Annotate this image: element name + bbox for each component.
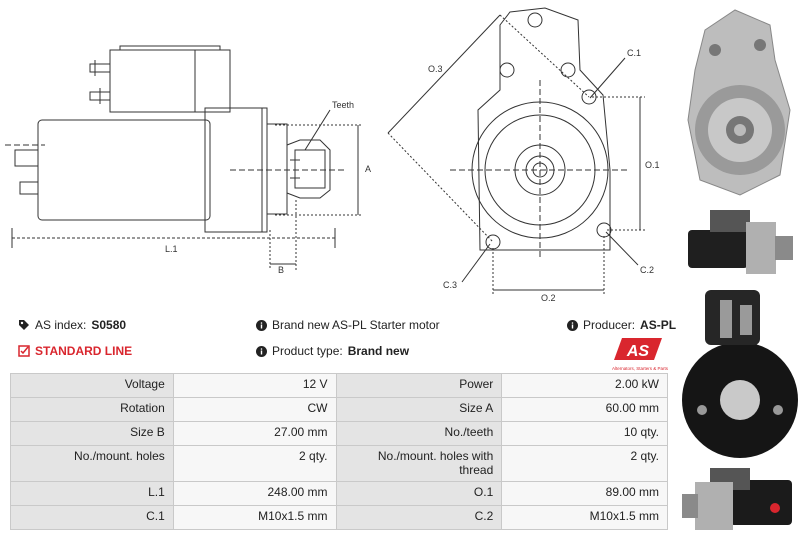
standard-line: STANDARD LINE xyxy=(18,344,132,358)
product-photos xyxy=(682,9,798,530)
dim-c2-label: C.2 xyxy=(640,265,654,275)
info-icon xyxy=(256,345,267,357)
spec-value: 89.00 mm xyxy=(501,481,668,506)
dim-a-label: A xyxy=(365,164,371,174)
spec-value: 248.00 mm xyxy=(172,481,337,506)
photo-side-view-2 xyxy=(682,468,792,530)
dim-o2-label: O.2 xyxy=(541,293,556,303)
checkbox-icon xyxy=(18,345,30,357)
as-pl-logo: AS Alternators, Starters & Parts xyxy=(612,338,669,371)
brand-info: Brand new AS-PL Starter motor xyxy=(256,318,440,332)
info-icon xyxy=(567,319,578,331)
table-row: Voltage 12 V Power 2.00 kW xyxy=(10,373,668,398)
info-icon xyxy=(256,319,267,331)
spec-label: Power xyxy=(335,373,503,398)
photo-front-view xyxy=(687,9,791,196)
spec-value: CW xyxy=(172,397,337,422)
brand-label: Brand new AS-PL Starter motor xyxy=(272,318,440,332)
dim-c3-label: C.3 xyxy=(443,280,457,290)
spec-label: Voltage xyxy=(10,373,174,398)
photo-side-view xyxy=(688,210,793,274)
spec-label: No./teeth xyxy=(335,421,503,446)
spec-value: 2 qty. xyxy=(172,445,337,482)
product-type-value: Brand new xyxy=(347,344,410,358)
spec-value: 2 qty. xyxy=(501,445,668,482)
as-index: AS index: S0580 xyxy=(18,318,126,332)
spec-value: 27.00 mm xyxy=(172,421,337,446)
spec-label: No./mount. holes xyxy=(10,445,174,482)
spec-label: O.1 xyxy=(335,481,503,506)
dim-c1-label: C.1 xyxy=(627,48,641,58)
spec-value: 10 qty. xyxy=(501,421,668,446)
technical-drawing: Teeth A B L.1 O.1 O.2 O.3 C.1 C.2 C.3 xyxy=(5,7,660,303)
table-row: No./mount. holes 2 qty. No./mount. holes… xyxy=(10,445,668,482)
tag-icon xyxy=(19,320,29,330)
table-row: C.1 M10x1.5 mm C.2 M10x1.5 mm xyxy=(10,505,668,530)
spec-value: 60.00 mm xyxy=(501,397,668,422)
spec-value: M10x1.5 mm xyxy=(501,505,668,530)
spec-label: Size B xyxy=(10,421,174,446)
producer-label: Producer: xyxy=(583,318,636,332)
dim-l1-label: L.1 xyxy=(165,244,178,254)
dim-o3-label: O.3 xyxy=(428,64,443,74)
specs-table: Voltage 12 V Power 2.00 kW Rotation CW S… xyxy=(10,373,668,530)
producer-value: AS-PL xyxy=(640,318,677,332)
dim-o1-label: O.1 xyxy=(645,160,660,170)
dim-b-label: B xyxy=(278,265,284,275)
spec-label: Rotation xyxy=(10,397,174,422)
spec-value: 2.00 kW xyxy=(501,373,668,398)
teeth-label: Teeth xyxy=(332,100,354,110)
spec-label: No./mount. holes with thread xyxy=(335,445,503,482)
spec-label: C.1 xyxy=(10,505,174,530)
spec-label: Size A xyxy=(335,397,503,422)
spec-value: 12 V xyxy=(172,373,337,398)
product-type-label: Product type: xyxy=(272,344,343,358)
product-type: Product type: Brand new xyxy=(256,344,409,358)
table-row: Rotation CW Size A 60.00 mm xyxy=(10,397,668,422)
logo-text: AS xyxy=(626,343,650,360)
spec-value: M10x1.5 mm xyxy=(172,505,337,530)
as-index-value: S0580 xyxy=(91,318,127,332)
as-index-label: AS index: xyxy=(35,318,87,332)
spec-label: C.2 xyxy=(335,505,503,530)
producer: Producer: AS-PL xyxy=(567,318,676,332)
table-row: L.1 248.00 mm O.1 89.00 mm xyxy=(10,481,668,506)
table-row: Size B 27.00 mm No./teeth 10 qty. xyxy=(10,421,668,446)
standard-line-label: STANDARD LINE xyxy=(35,344,133,358)
spec-label: L.1 xyxy=(10,481,174,506)
photo-rear-view xyxy=(682,290,798,458)
logo-tagline: Alternators, Starters & Parts xyxy=(612,366,669,371)
product-info: AS index: S0580 STANDARD LINE Brand new … xyxy=(0,312,680,372)
